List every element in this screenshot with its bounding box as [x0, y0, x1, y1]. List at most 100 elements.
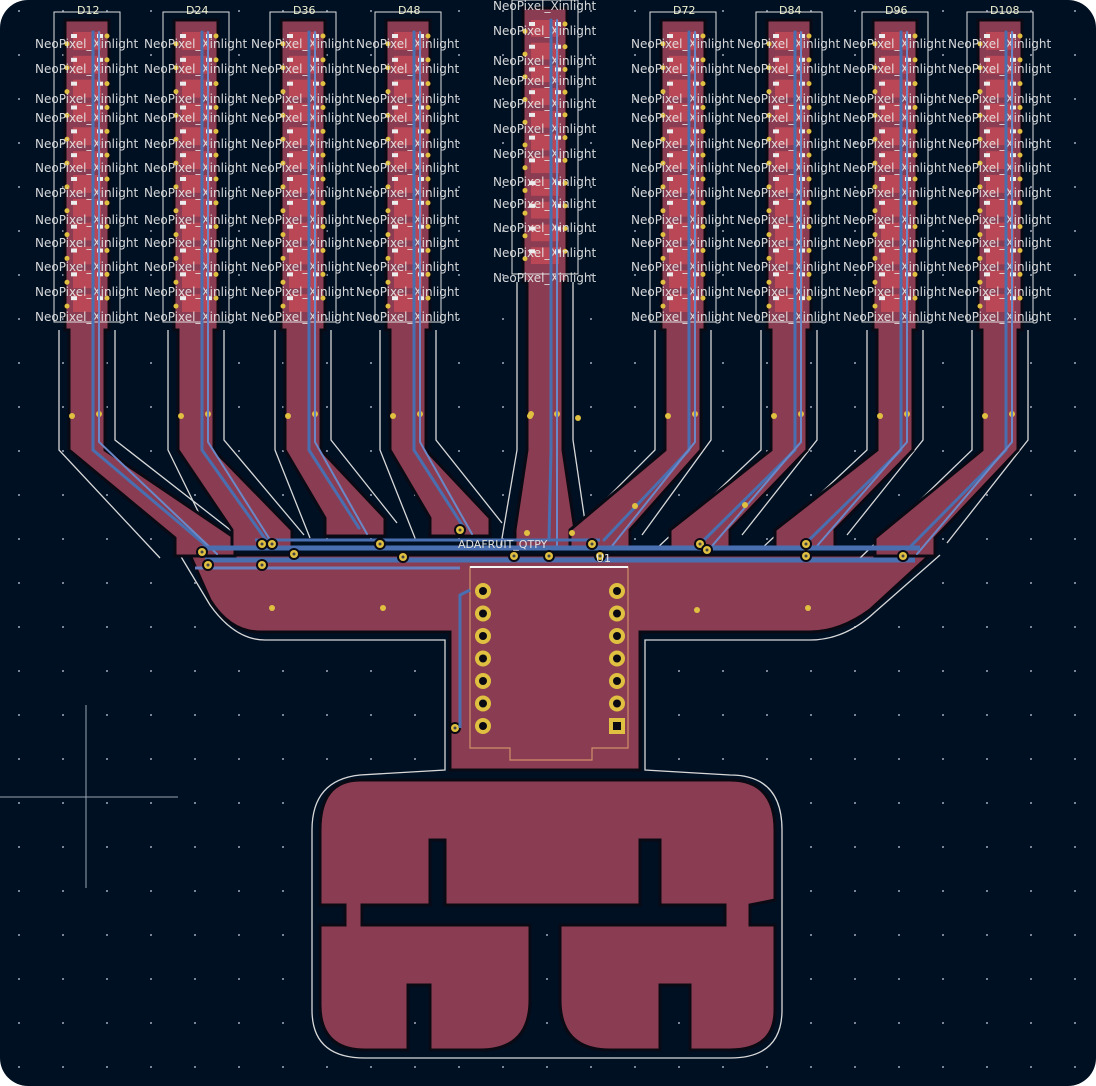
via[interactable]	[977, 112, 983, 118]
led-pad[interactable]	[667, 272, 673, 277]
led-pad[interactable]	[984, 272, 990, 277]
via[interactable]	[320, 248, 326, 253]
led-pad[interactable]	[287, 34, 293, 38]
via[interactable]	[385, 208, 391, 214]
led-pad[interactable]	[667, 81, 673, 86]
led-pad[interactable]	[180, 248, 186, 253]
copper-pour[interactable]	[187, 553, 934, 1052]
led-pad[interactable]	[392, 224, 398, 229]
via[interactable]	[425, 295, 431, 301]
led-pad[interactable]	[71, 153, 77, 158]
via[interactable]	[912, 128, 918, 134]
via[interactable]	[213, 81, 219, 87]
via[interactable]	[700, 81, 706, 87]
via[interactable]	[104, 105, 110, 110]
via[interactable]	[64, 41, 70, 47]
via[interactable]	[425, 152, 431, 158]
via[interactable]	[562, 203, 568, 209]
via[interactable]	[173, 136, 179, 142]
via[interactable]	[872, 65, 878, 71]
led-pad[interactable]	[773, 200, 779, 205]
via[interactable]	[700, 200, 706, 206]
via[interactable]	[64, 160, 70, 166]
via[interactable]	[912, 152, 918, 158]
via[interactable]	[562, 21, 568, 27]
via[interactable]	[766, 160, 772, 166]
via[interactable]	[385, 279, 391, 285]
led-pad[interactable]	[287, 57, 293, 62]
led-pad[interactable]	[984, 129, 990, 134]
via[interactable]	[562, 66, 568, 72]
led-pad[interactable]	[71, 177, 77, 181]
led-pad[interactable]	[667, 177, 673, 181]
led-pad[interactable]	[667, 296, 673, 301]
via[interactable]	[562, 248, 568, 254]
led-pad[interactable]	[773, 224, 779, 229]
via[interactable]	[806, 248, 812, 253]
led-pad[interactable]	[392, 57, 398, 62]
led-pad[interactable]	[879, 153, 885, 158]
led-pad[interactable]	[529, 90, 535, 95]
via[interactable]	[173, 112, 179, 118]
via[interactable]	[660, 184, 666, 190]
led-pad[interactable]	[287, 177, 293, 181]
via[interactable]	[1017, 248, 1023, 253]
via[interactable]	[977, 65, 983, 71]
vias[interactable]	[196, 524, 909, 734]
via[interactable]	[522, 233, 528, 239]
via[interactable]	[280, 160, 286, 166]
led-pad[interactable]	[392, 129, 398, 134]
via[interactable]	[912, 248, 918, 253]
via[interactable]	[64, 303, 70, 309]
via[interactable]	[771, 413, 777, 419]
led-pad[interactable]	[180, 34, 186, 38]
copper-traces[interactable]	[91, 18, 1013, 555]
via[interactable]	[280, 232, 286, 238]
via[interactable]	[320, 295, 326, 301]
led-pad[interactable]	[529, 226, 535, 231]
via[interactable]	[425, 200, 431, 206]
via[interactable]	[178, 413, 184, 419]
via[interactable]	[665, 413, 671, 419]
via[interactable]	[320, 176, 326, 182]
led-pad[interactable]	[529, 44, 535, 49]
via[interactable]	[385, 303, 391, 309]
led-pad[interactable]	[287, 224, 293, 229]
led-pad[interactable]	[287, 296, 293, 301]
via[interactable]	[766, 41, 772, 47]
led-pad[interactable]	[879, 34, 885, 38]
via[interactable]	[700, 271, 706, 277]
via[interactable]	[806, 57, 812, 63]
via[interactable]	[700, 105, 706, 110]
via[interactable]	[280, 303, 286, 309]
via[interactable]	[173, 232, 179, 238]
via[interactable]	[982, 413, 988, 419]
via[interactable]	[213, 57, 219, 63]
via[interactable]	[104, 248, 110, 253]
via[interactable]	[806, 105, 812, 110]
via[interactable]	[280, 41, 286, 47]
led-pad[interactable]	[879, 224, 885, 229]
led-pad[interactable]	[180, 129, 186, 134]
via[interactable]	[64, 89, 70, 95]
via[interactable]	[320, 224, 326, 230]
via[interactable]	[912, 105, 918, 110]
via[interactable]	[660, 136, 666, 142]
via[interactable]	[280, 112, 286, 118]
via[interactable]	[912, 176, 918, 182]
via[interactable]	[213, 248, 219, 253]
led-pad[interactable]	[392, 248, 398, 253]
via[interactable]	[912, 224, 918, 230]
led-pad[interactable]	[667, 200, 673, 205]
led-pad[interactable]	[71, 57, 77, 62]
led-pad[interactable]	[529, 158, 535, 163]
via[interactable]	[104, 81, 110, 87]
via[interactable]	[320, 152, 326, 158]
via[interactable]	[64, 112, 70, 118]
copper-main-body[interactable]	[187, 553, 934, 772]
led-pad[interactable]	[773, 153, 779, 158]
led-pad[interactable]	[71, 248, 77, 253]
led-pad[interactable]	[879, 105, 885, 110]
via[interactable]	[385, 255, 391, 261]
